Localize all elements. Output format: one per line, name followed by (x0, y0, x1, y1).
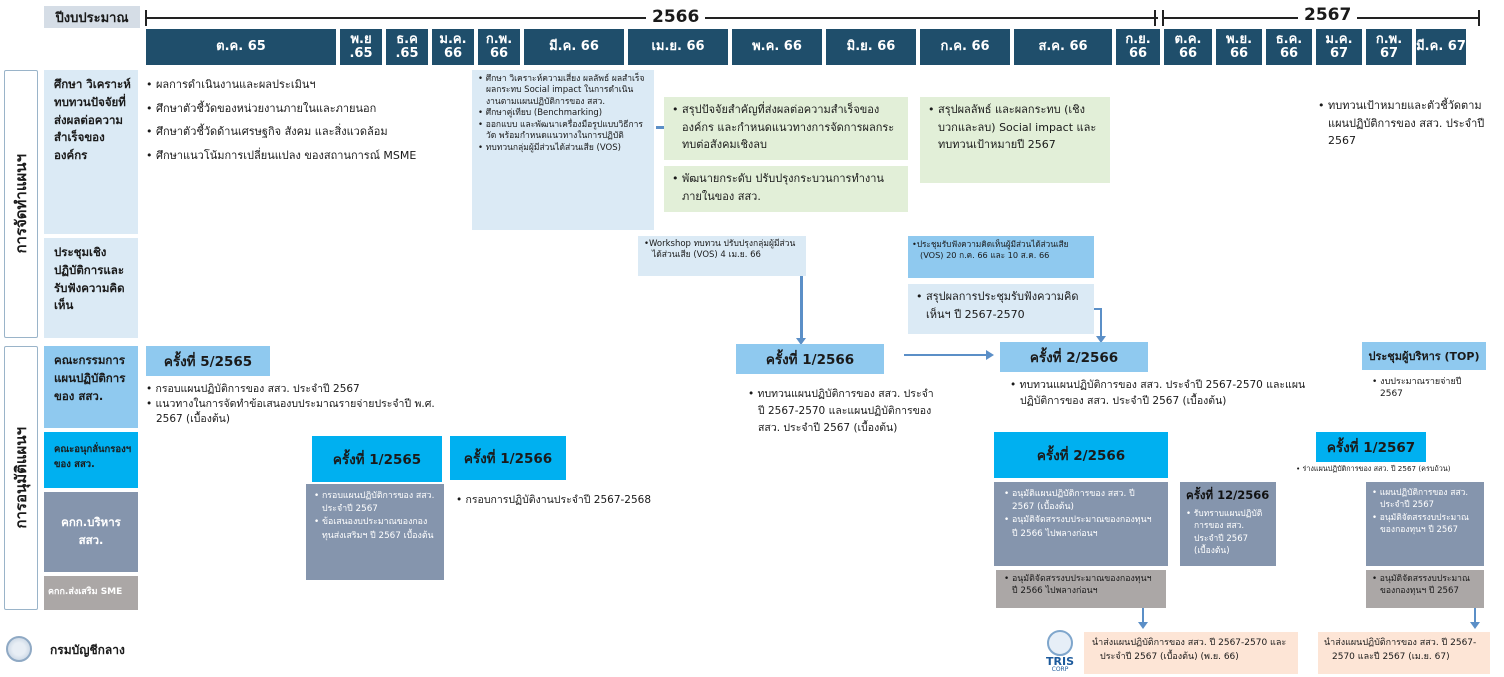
study-box-key-factors: • สรุปปัจจัยสำคัญที่ส่งผลต่อความสำเร็จขอ… (664, 97, 908, 160)
comptroller-submission-nov66: นำส่งแผนปฏิบัติการของ สสว. ปี 2567-2570 … (1084, 632, 1298, 674)
row-label-subcommittee: คณะอนุกลั่นกรองฯ ของ สสว. (44, 432, 138, 488)
committee-top-meeting: ประชุมผู้บริหาร (TOP) (1362, 342, 1486, 370)
group-approval: การอนุมัติแผนฯ (4, 346, 38, 610)
row-label-comptroller: กรมบัญชีกลาง (50, 643, 125, 657)
list-item: • ผลการดำเนินงานและผลประเมินฯ (146, 78, 316, 91)
committee-meeting-5-2565-items: • กรอบแผนปฏิบัติการของ สสว. ประจำปี 2567… (146, 383, 435, 426)
arrow-head (1096, 336, 1106, 343)
month-cell: ส.ค. 66 (1014, 29, 1112, 65)
arrow-down (1100, 308, 1102, 338)
subcommittee-draft-note: • ร่างแผนปฏิบัติการของ สสว. ปี 2567 (ครบ… (1296, 464, 1451, 473)
workshop-vos-box: •Workshop ทบทวน ปรับปรุงกลุ่มผู้มีส่วนได… (638, 236, 806, 276)
month-cell: มี.ค. 66 (524, 29, 624, 65)
month-cell: พ.ย. 66 (1216, 29, 1262, 65)
study-review-targets: • ทบทวนเป้าหมายและตัวชี้วัดตามแผนปฏิบัติ… (1318, 99, 1485, 148)
month-cell: พ.ค. 66 (732, 29, 822, 65)
month-cell: ต.ค. 66 (1164, 29, 1212, 65)
arrow-down (800, 276, 803, 340)
fiscal-year-label: ปีงบประมาณ (44, 6, 140, 28)
month-cell: ต.ค. 65 (146, 29, 336, 65)
comptroller-submission-apr67: นำส่งแผนปฏิบัติการของ สสว. ปี 2567-2570 … (1318, 632, 1490, 674)
row-label-sme-board: คกก.ส่งเสริม SME (44, 576, 138, 610)
timeline-tick (1154, 10, 1156, 26)
subcommittee-meeting-12-2566: ครั้งที่ 12/2566 (1186, 488, 1270, 502)
committee-meeting-1-2566: ครั้งที่ 1/2566 (736, 344, 884, 374)
committee-meeting-5-2565: ครั้งที่ 5/2565 (146, 346, 270, 376)
month-cell: ก.พ. 66 (478, 29, 520, 65)
subcommittee-meeting-12-2566-box: ครั้งที่ 12/2566 • รับทราบแผนปฏิบัติการข… (1180, 482, 1276, 566)
committee-top-items: • งบประมาณรายจ่ายปี 2567 (1372, 377, 1462, 400)
timeline-tick (145, 10, 147, 26)
subcommittee-meeting-1-2567: ครั้งที่ 1/2567 (1316, 432, 1426, 462)
month-cell: พ.ย .65 (340, 29, 382, 65)
study-box-improve: • พัฒนายกระดับ ปรับปรุงกระบวนการทำงานภาย… (664, 166, 908, 212)
workshop-hearing-box: •ประชุมรับฟังความคิดเห็นผู้มีส่วนได้ส่วน… (908, 236, 1094, 278)
study-list: • ผลการดำเนินงานและผลประเมินฯ • ศึกษาตัว… (146, 76, 466, 164)
subcommittee-meeting-2-2566: ครั้งที่ 2/2566 (994, 432, 1168, 478)
month-cell: ม.ค. 66 (432, 29, 474, 65)
subcommittee-meeting-2-2566-items: • อนุมัติแผนปฏิบัติการของ สสว. ปี 2567 (… (994, 482, 1168, 566)
arrow-down (1142, 608, 1144, 624)
year-2567: 2567 (1298, 5, 1358, 25)
subcommittee-meeting-1-2565: ครั้งที่ 1/2565 (312, 436, 442, 482)
row-label-board: คกก.บริหาร สสว. (44, 492, 138, 572)
committee-meeting-2-2566: ครั้งที่ 2/2566 (1000, 342, 1148, 372)
arrow-head (1138, 622, 1148, 629)
month-cell: มิ.ย. 66 (826, 29, 916, 65)
list-item: • ศึกษาตัวชี้วัดของหน่วยงานภายในและภายนอ… (146, 101, 377, 115)
subcommittee-meeting-1-2566: ครั้งที่ 1/2566 (450, 436, 566, 480)
row-label-study: ศึกษา วิเคราะห์ ทบทวนปัจจัยที่ส่งผลต่อคว… (44, 70, 138, 234)
study-box-social-impact: • สรุปผลลัพธ์ และผลกระทบ (เชิงบวกและลบ) … (920, 97, 1110, 183)
month-cell: ธ.ค .65 (386, 29, 428, 65)
subcommittee-meeting-1-2567-items: • แผนปฏิบัติการของ สสว. ประจำปี 2567 • อ… (1366, 482, 1484, 566)
month-cell: ม.ค. 67 (1316, 29, 1362, 65)
study-box-analysis: • ศึกษา วิเคราะห์ความเสี่ยง ผลลัพธ์ ผลสำ… (472, 70, 654, 230)
month-cell: เม.ย. 66 (628, 29, 728, 65)
timeline-tick (1478, 10, 1480, 26)
arrow-down (1094, 308, 1102, 310)
subcommittee-meeting-1-2566-items: • กรอบการปฏิบัติงานประจำปี 2567-2568 (456, 494, 652, 506)
arrow-down (1474, 608, 1476, 624)
tris-logo-icon: TRIS CORP (1040, 630, 1080, 674)
subcommittee-meeting-12-2566-items: • รับทราบแผนปฏิบัติการของ สสว. ประจำปี 2… (1186, 509, 1263, 556)
arrow-head (1470, 622, 1480, 629)
arrow-right (656, 126, 664, 129)
month-cell: ก.ย. 66 (1116, 29, 1160, 65)
arrow-right (904, 354, 988, 356)
month-cell: ก.พ. 67 (1366, 29, 1412, 65)
month-cell: ธ.ค. 66 (1266, 29, 1312, 65)
year-2566: 2566 (646, 7, 706, 27)
list-item: • ศึกษาแนวโน้มการเปลี่ยนแปลง ของสถานการณ… (146, 148, 417, 162)
arrow-head (796, 338, 806, 345)
workshop-summary-box: • สรุปผลการประชุมรับฟังความคิดเห็นฯ ปี 2… (908, 284, 1094, 334)
subcommittee-meeting-1-2565-items: • กรอบแผนปฏิบัติการของ สสว. ประจำปี 2567… (306, 484, 444, 580)
committee-meeting-1-2566-items: • ทบทวนแผนปฏิบัติการของ สสว. ประจำปี 256… (748, 388, 934, 434)
arrow-head (986, 350, 994, 360)
row-label-workshop: ประชุมเชิงปฏิบัติการและรับฟังความคิดเห็น (44, 238, 138, 338)
sme-board-item-2566: • อนุมัติจัดสรรงบประมาณของกองทุนฯ ปี 256… (996, 570, 1166, 608)
month-cell: ก.ค. 66 (920, 29, 1010, 65)
comptroller-seal-icon (6, 636, 32, 662)
sme-board-item-2567: • อนุมัติจัดสรรงบประมาณของกองทุนฯ ปี 256… (1366, 570, 1484, 608)
row-label-committee: คณะกรรมการแผนปฏิบัติการของ สสว. (44, 346, 138, 428)
list-item: • ศึกษาตัวชี้วัดด้านเศรษฐกิจ สังคม และสิ… (146, 125, 388, 139)
committee-meeting-2-2566-items: • ทบทวนแผนปฏิบัติการของ สสว. ประจำปี 256… (1010, 379, 1306, 407)
group-planning: การจัดทำแผนฯ (4, 70, 38, 338)
month-cell: มี.ค. 67 (1416, 29, 1466, 65)
